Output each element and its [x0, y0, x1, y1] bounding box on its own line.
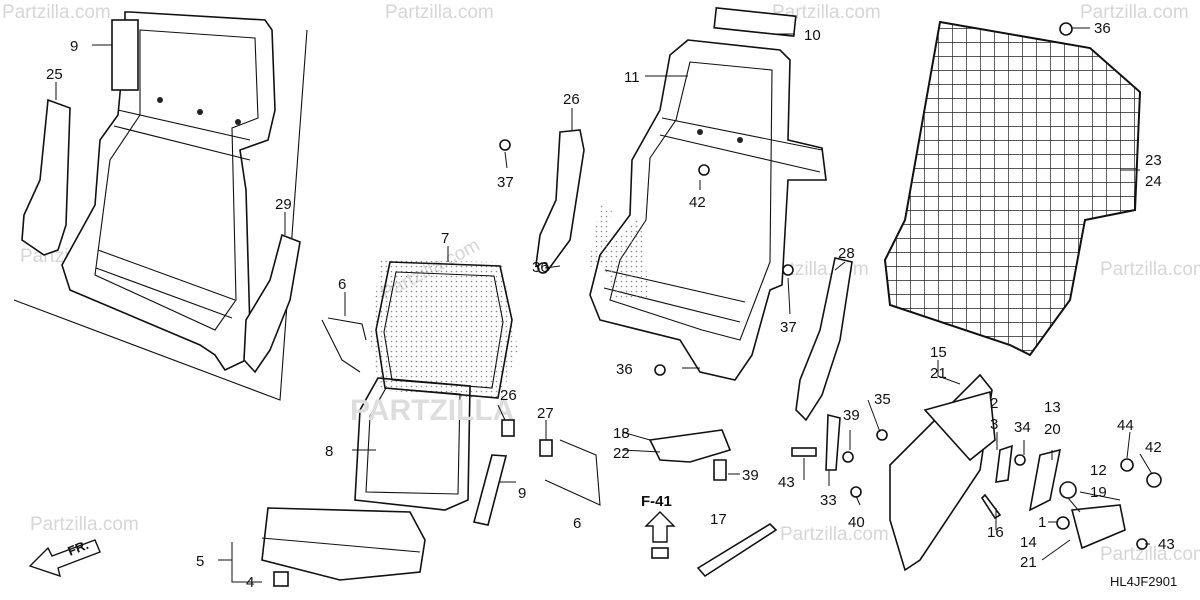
callout-5: 5 — [196, 553, 204, 570]
callout-11: 10 — [804, 27, 821, 44]
watermark: Partzilla.com — [385, 2, 494, 23]
callout-14: 13 — [1044, 399, 1061, 416]
callout-38: 39 — [843, 407, 860, 424]
callout-36: 36 — [616, 361, 633, 378]
watermark: Partzilla.com — [780, 524, 889, 545]
callout-31: 29 — [275, 196, 292, 213]
callout-26: 24 — [1145, 173, 1162, 190]
callout-27: 25 — [46, 66, 63, 83]
callout-29: 27 — [537, 405, 554, 422]
callout-40: 42 — [689, 194, 706, 211]
seatback-panel — [883, 20, 1142, 357]
callout-20: 19 — [1090, 484, 1107, 501]
callout-16: 15 — [930, 344, 947, 361]
front-direction-arrow: FR. — [28, 537, 101, 578]
callout-2: 2 — [990, 395, 998, 412]
callout-41: 42 — [1145, 439, 1162, 456]
callout-8: 8 — [325, 443, 333, 460]
callout-9: 9 — [518, 485, 526, 502]
callout-24: 22 — [613, 445, 630, 462]
callout-36: 36 — [532, 259, 549, 276]
direction-label: FR. — [66, 537, 91, 559]
callout-17: 16 — [987, 524, 1004, 541]
callout-32: 33 — [820, 492, 837, 509]
callout-4: 4 — [246, 574, 254, 591]
side-cover-and-levers — [499, 22, 1162, 572]
leader-lines — [55, 27, 1153, 583]
callout-7: 7 — [441, 230, 449, 247]
callout-35: 36 — [1094, 20, 1111, 37]
callout-39: 39 — [742, 467, 759, 484]
callout-29: 26 — [500, 387, 517, 404]
callout-6: 6 — [338, 276, 346, 293]
small-parts — [273, 317, 778, 587]
callout-30: 28 — [838, 245, 855, 262]
faint-watermark-logo: PARTZILLA — [350, 394, 514, 427]
callout-13: 12 — [1090, 462, 1107, 479]
callout-21: 20 — [1044, 421, 1061, 438]
callout-23: 21 — [930, 365, 947, 382]
callout-39: 40 — [848, 514, 865, 531]
callout-1: 1 — [1038, 514, 1046, 531]
hinge-brackets — [535, 129, 853, 422]
watermark: Partzilla.com — [1080, 2, 1189, 23]
callout-44: 44 — [1117, 417, 1134, 434]
reference-arrow: F-41 — [641, 493, 676, 543]
watermark: Partzilla.com — [30, 514, 139, 535]
seat-cushions: PARTZILLA — [261, 260, 518, 581]
callout-6: 6 — [573, 515, 581, 532]
callout-42: 43 — [778, 474, 795, 491]
watermark: Partzilla.com — [1100, 259, 1200, 280]
callout-10: 9 — [70, 38, 78, 55]
watermark: Partzilla.com — [1100, 544, 1200, 565]
seatback-frame — [589, 6, 827, 381]
callout-33: 34 — [1014, 419, 1031, 436]
callout-22: 21 — [1020, 554, 1037, 571]
callout-43: 43 — [1158, 536, 1175, 553]
callout-labels: 9 25 29 26 37 10 11 42 36 23 24 28 37 7 … — [46, 20, 1175, 591]
callout-18: 17 — [710, 511, 727, 528]
callout-28: 26 — [563, 91, 580, 108]
callout-37: 37 — [780, 319, 797, 336]
diagram-code: HL4JF2901 — [1110, 574, 1177, 589]
callout-37: 37 — [497, 174, 514, 191]
callout-15: 14 — [1020, 534, 1037, 551]
reference-label: F-41 — [641, 493, 672, 510]
callout-12: 11 — [624, 69, 640, 86]
callout-34: 35 — [874, 391, 891, 408]
callout-3: 3 — [990, 416, 998, 433]
watermark: Partzilla.com — [772, 2, 881, 23]
callout-19: 18 — [613, 425, 630, 442]
callout-25: 23 — [1145, 152, 1162, 169]
watermark: Partzilla.com — [2, 2, 111, 23]
left-frame-box — [13, 11, 308, 401]
